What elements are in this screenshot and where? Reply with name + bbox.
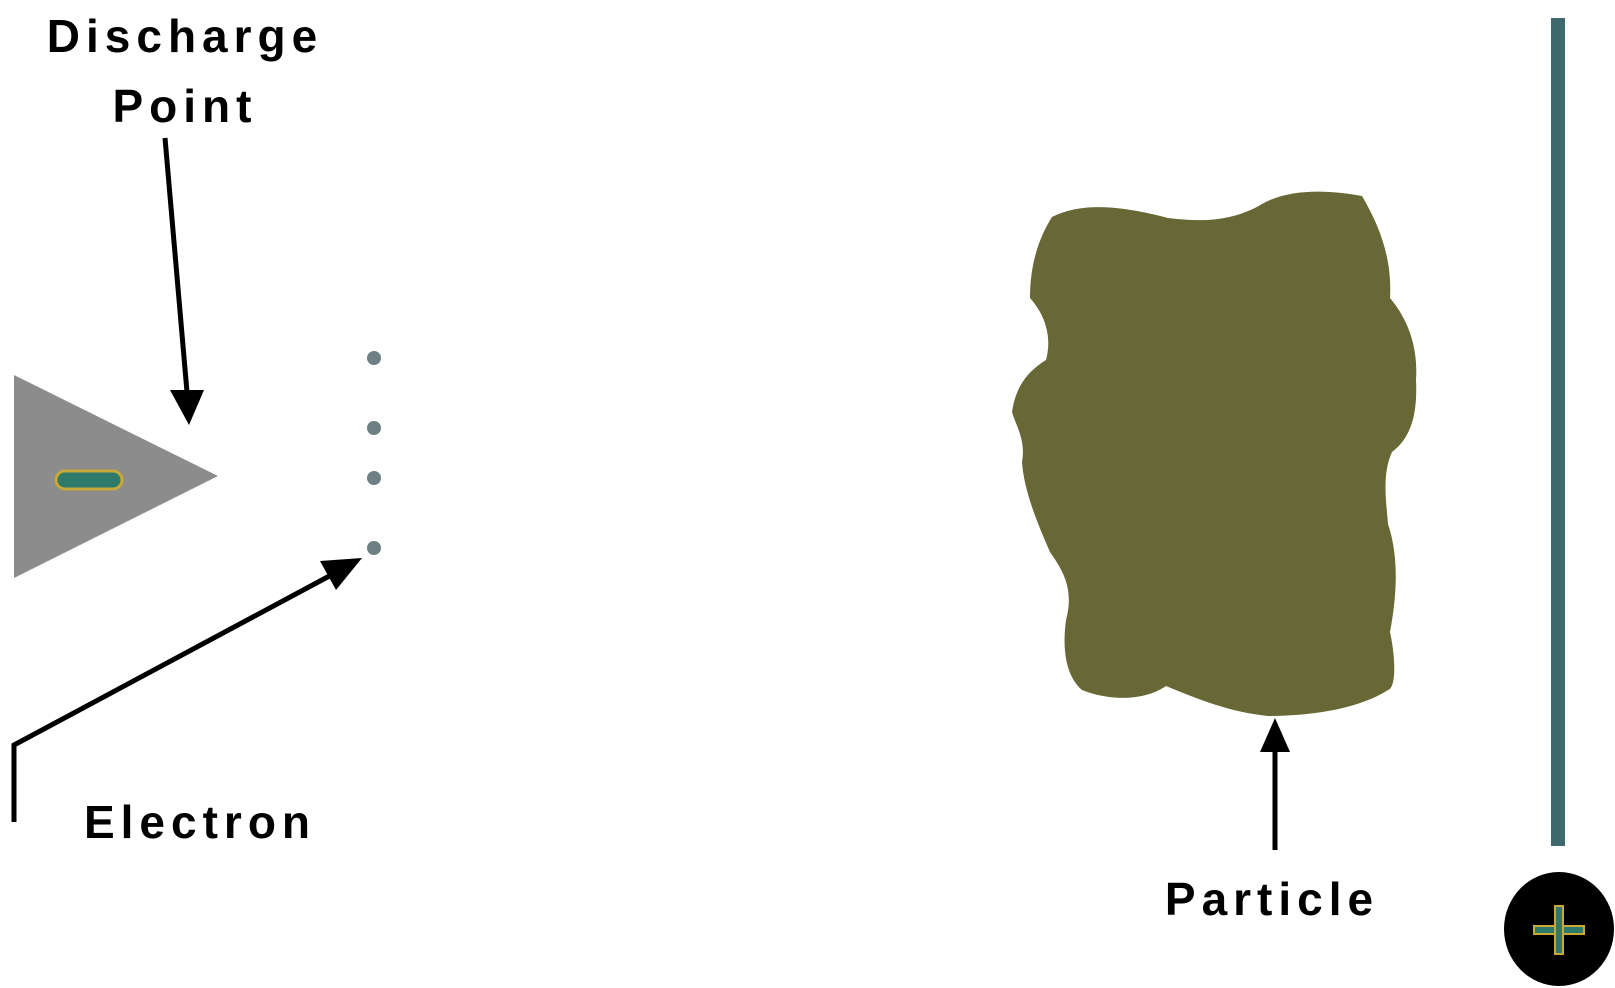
discharge-point-label-line1: Discharge — [47, 10, 323, 62]
discharge-point-arrow-head — [170, 390, 204, 425]
discharge-point-arrow-shaft — [162, 137, 190, 393]
electron-arrow-shaft — [11, 570, 337, 822]
electron-dot — [367, 541, 381, 555]
collector-plate — [1551, 18, 1565, 846]
negative-charge-icon — [54, 469, 124, 491]
particle-arrow-head — [1260, 718, 1290, 752]
electron-dot — [367, 421, 381, 435]
discharge-point-label-line2: Point — [113, 80, 258, 132]
electron-label: Electron — [84, 796, 316, 848]
electron-dot — [367, 351, 381, 365]
particle-blob — [1012, 191, 1417, 716]
particle-label: Particle — [1165, 873, 1379, 925]
positive-charge-icon — [1533, 905, 1585, 955]
electron-arrow-head — [320, 558, 362, 590]
electron-dot — [367, 471, 381, 485]
